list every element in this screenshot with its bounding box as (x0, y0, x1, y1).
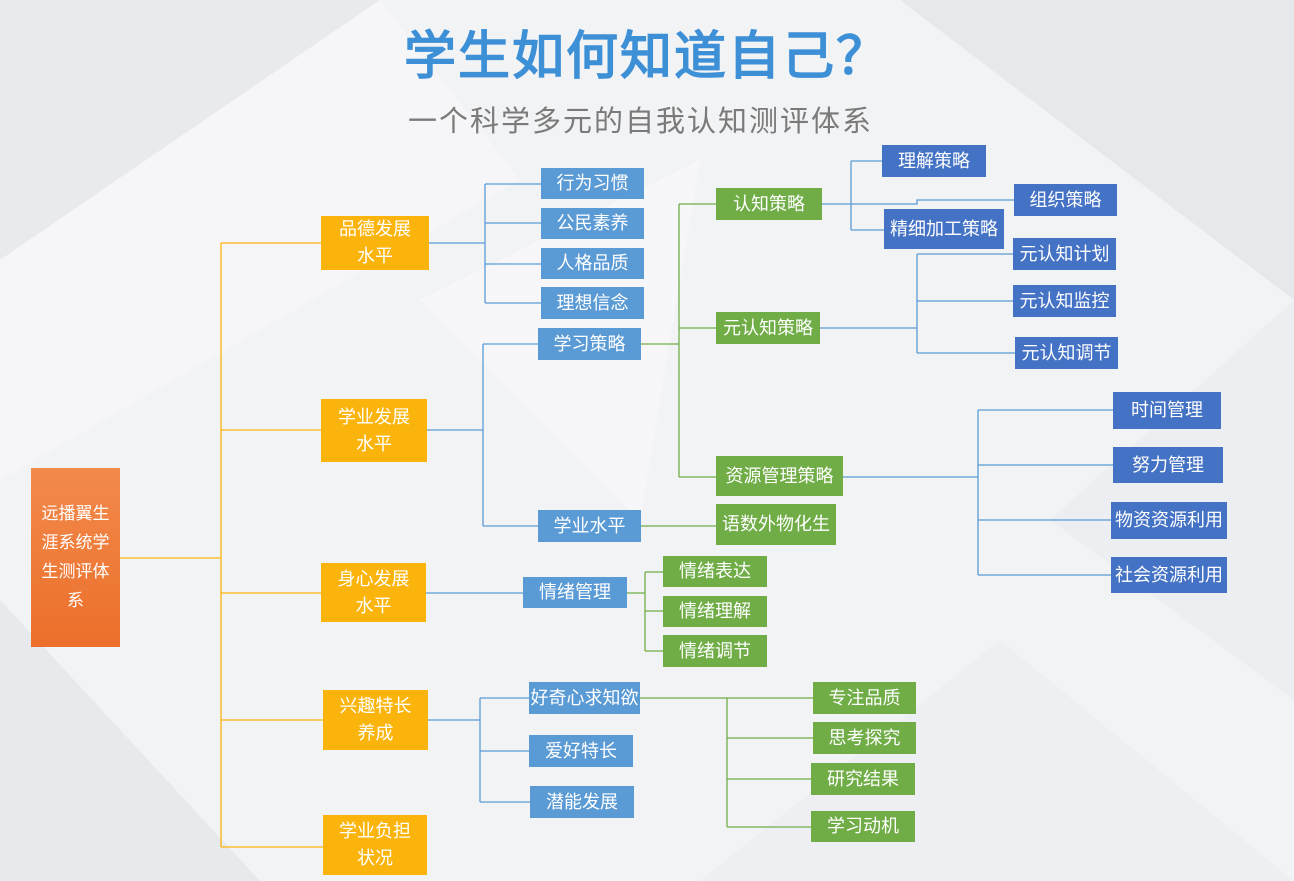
cognitive-item-understanding: 理解策略 (882, 145, 986, 177)
metacognitive-item-monitoring: 元认知监控 (1013, 285, 1116, 317)
curiosity-item-focus: 专注品质 (813, 682, 916, 714)
curiosity-item-motivation: 学习动机 (811, 811, 915, 842)
academic-development-node: 学业发展水平 (321, 399, 427, 462)
learning-strategy-node: 学习策略 (538, 328, 641, 360)
blue-connectors (426, 160, 1113, 803)
potential-node: 潜能发展 (530, 786, 634, 818)
emotion-management-node: 情绪管理 (523, 577, 627, 608)
emotion-item-regulation: 情绪调节 (663, 635, 767, 667)
green-connectors (627, 203, 813, 828)
root-connectors (120, 242, 323, 848)
metacognitive-item-planning: 元认知计划 (1013, 238, 1116, 270)
academic-level-node: 学业水平 (538, 510, 641, 542)
resource-management-strategy-node: 资源管理策略 (716, 456, 843, 496)
academic-burden-node: 学业负担状况 (323, 815, 427, 875)
curiosity-item-inquiry: 思考探究 (813, 722, 916, 754)
moral-item-ideals: 理想信念 (541, 287, 644, 319)
curiosity-item-research: 研究结果 (811, 763, 915, 795)
cognitive-item-organization: 组织策略 (1014, 184, 1117, 216)
emotion-item-expression: 情绪表达 (663, 556, 767, 587)
curiosity-node: 好奇心求知欲 (529, 682, 640, 714)
emotion-item-understanding: 情绪理解 (663, 596, 767, 627)
moral-item-habits: 行为习惯 (541, 168, 644, 199)
resource-item-effort: 努力管理 (1113, 447, 1223, 483)
metacognitive-item-regulation: 元认知调节 (1015, 337, 1118, 369)
resource-item-time: 时间管理 (1113, 392, 1221, 429)
hobby-node: 爱好特长 (529, 735, 633, 767)
root-node: 远播翼生涯系统学生测评体系 (31, 468, 120, 647)
cognitive-item-elaboration: 精细加工策略 (884, 209, 1004, 249)
resource-item-social: 社会资源利用 (1111, 557, 1227, 593)
cognitive-strategy-node: 认知策略 (716, 188, 822, 220)
resource-item-material: 物资资源利用 (1111, 502, 1227, 539)
metacognitive-strategy-node: 元认知策略 (716, 312, 820, 344)
physical-mental-development-node: 身心发展水平 (321, 563, 426, 622)
moral-development-node: 品德发展水平 (321, 216, 429, 270)
page-subtitle: 一个科学多元的自我认知测评体系 (408, 104, 874, 138)
page-title: 学生如何知道自己？ (403, 27, 890, 87)
subjects-node: 语数外物化生 (716, 504, 836, 545)
moral-item-personality: 人格品质 (541, 248, 644, 279)
interest-talent-node: 兴趣特长养成 (323, 690, 428, 750)
moral-item-civic: 公民素养 (541, 208, 644, 239)
